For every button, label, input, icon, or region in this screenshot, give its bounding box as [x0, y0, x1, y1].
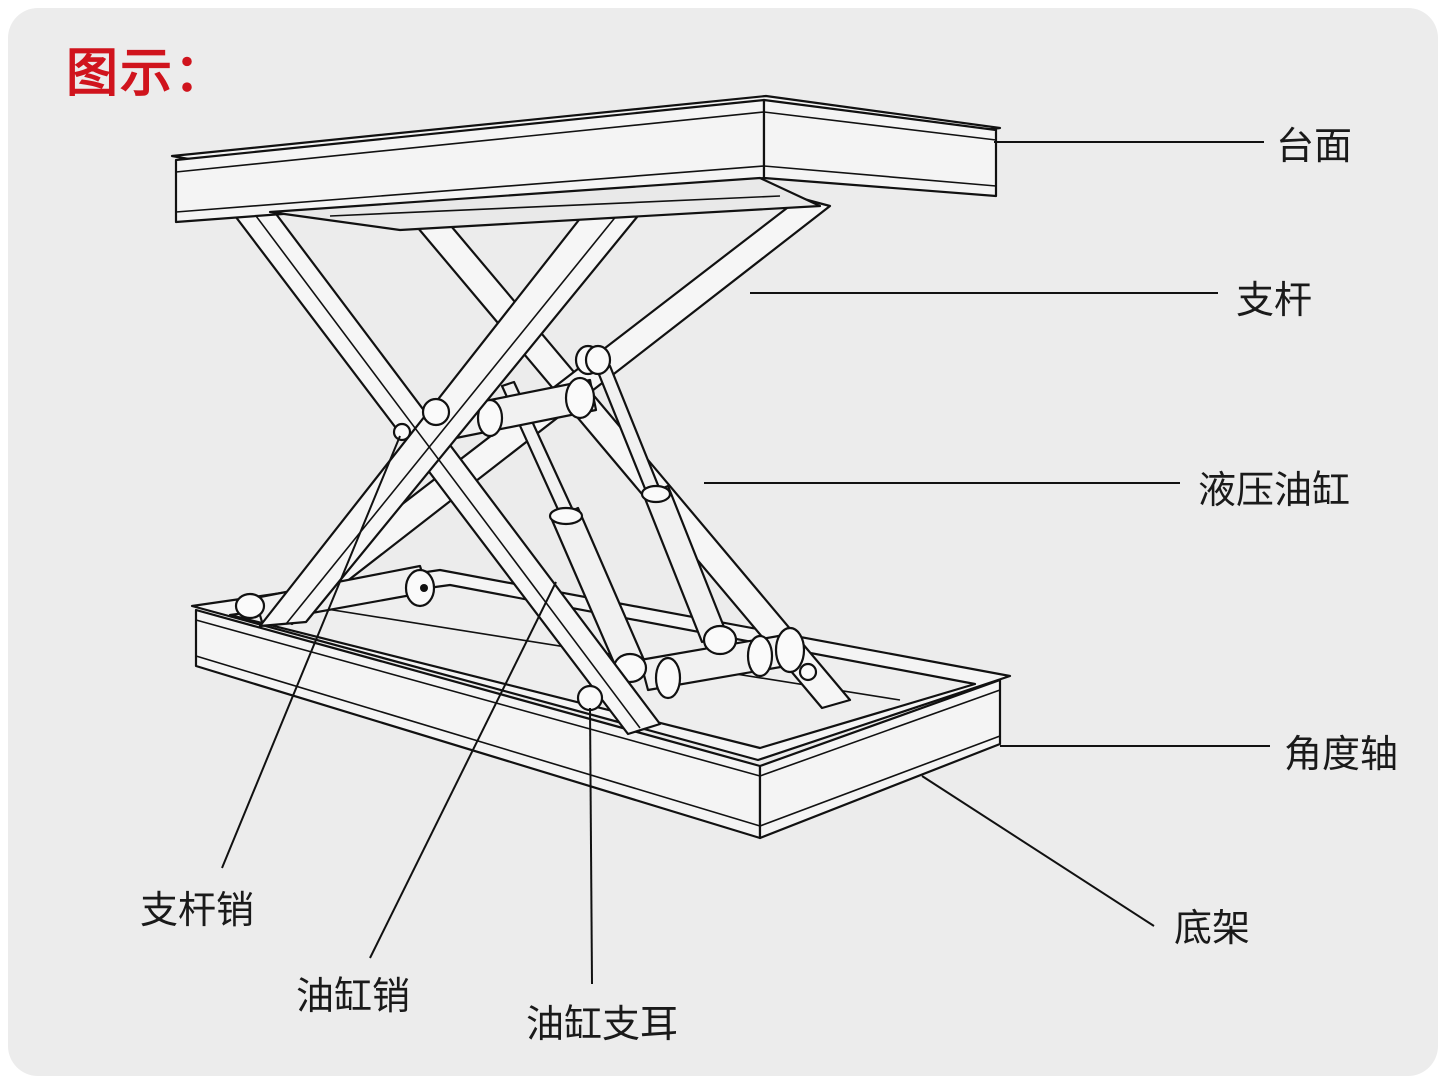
label-strut-pin: 支杆销	[140, 888, 255, 932]
front-scissor-arms	[224, 158, 818, 736]
label-cylinder-lug: 油缸支耳	[526, 1002, 679, 1046]
hydraulic-cylinders	[438, 344, 738, 684]
label-strut: 支杆	[1236, 278, 1313, 322]
diagram-title: 图示：	[66, 44, 229, 104]
label-cylinder-pin: 油缸销	[296, 974, 411, 1018]
table-top-drawing	[170, 94, 1002, 232]
label-base-frame: 底架	[1174, 906, 1251, 950]
label-hydraulic-cylinder: 液压油缸	[1198, 468, 1351, 512]
leader-lines	[221, 141, 1270, 985]
diagram-panel: 图示： 台面 支杆 液压油缸 角度轴 底架 支杆销 油缸销 油缸支耳	[8, 8, 1438, 1076]
label-table-top: 台面	[1276, 124, 1353, 168]
label-angle-shaft: 角度轴	[1284, 732, 1399, 776]
scissor-lift-diagram	[170, 94, 1270, 985]
